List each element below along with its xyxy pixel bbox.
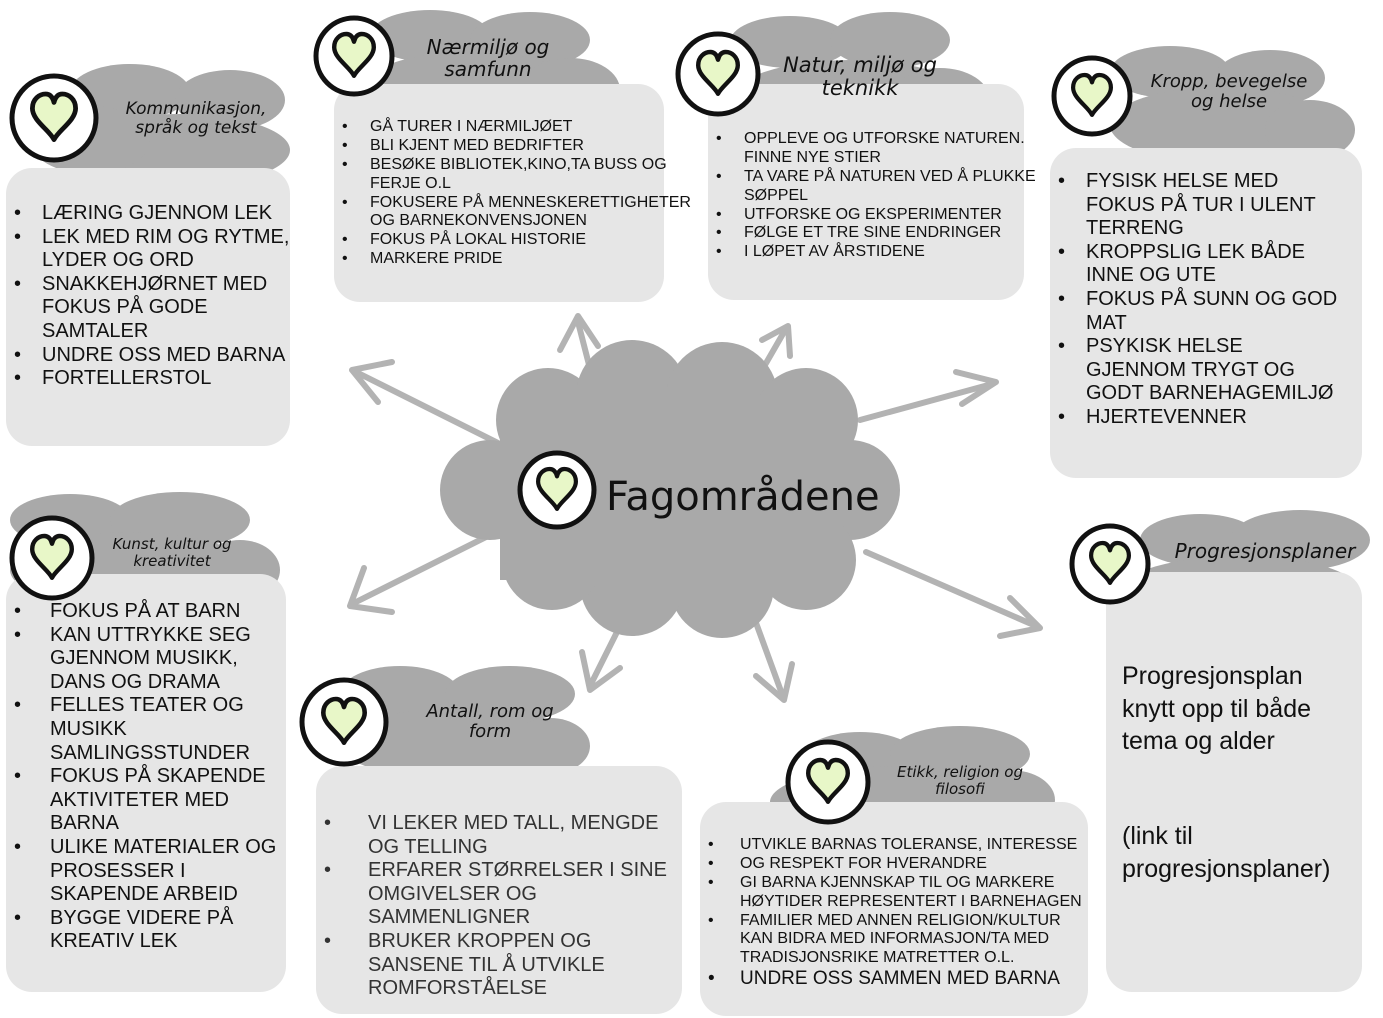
title-line: Antall, rom og xyxy=(426,701,554,722)
cloud-antall xyxy=(340,666,590,780)
box-progresjon: Progresjonsplan knytt opp til både tema … xyxy=(1106,572,1362,992)
box-natur: OPPLEVE OG UTFORSKE NATUREN. FINNE NYE S… xyxy=(708,84,1036,300)
list-item: KAN UTTRYKKE SEG GJENNOM MUSIKK, DANS OG… xyxy=(6,624,278,695)
title-line: Nærmiljø og xyxy=(426,35,550,59)
list-item: GI BARNA KJENNSKAP TIL OG MARKERE HØYTID… xyxy=(700,874,1088,912)
progresjon-text: Progresjonsplan knytt opp til både tema … xyxy=(1122,660,1311,758)
center-title: Fagområdene xyxy=(606,474,880,520)
list-item: ERFARER STØRRELSER I SINE OMGIVELSER OG … xyxy=(316,859,668,930)
list-item: I LØPET AV ÅRSTIDENE xyxy=(708,243,1048,262)
title-line: og helse xyxy=(1190,90,1268,112)
title-etikk: Etikk, religion og filosofi xyxy=(876,764,1044,797)
title-naermiljo: Nærmiljø og samfunn xyxy=(400,36,576,80)
list-item: FØLGE ET TRE SINE ENDRINGER xyxy=(708,224,1048,243)
progresjon-link-line[interactable]: (link til xyxy=(1122,822,1193,850)
list-item: BRUKER KROPPEN OG SANSENE TIL Å UTVIKLE … xyxy=(316,930,668,1001)
title-line: språk og tekst xyxy=(135,117,257,138)
title-line: Natur, miljø og xyxy=(783,53,937,77)
arrow-to-kropp xyxy=(857,369,999,423)
progresjon-line: tema og alder xyxy=(1122,727,1275,755)
title-line: teknikk xyxy=(821,76,899,101)
list-item: UNDRE OSS MED BARNA xyxy=(6,344,290,368)
arrow-to-progresjon xyxy=(863,549,1043,639)
arrow-to-kommunikasjon xyxy=(349,359,515,453)
list-item: FOKUS PÅ AT BARN xyxy=(6,600,278,624)
title-line: samfunn xyxy=(444,57,532,81)
list-item: OPPLEVE OG UTFORSKE NATUREN. FINNE NYE S… xyxy=(708,130,1048,168)
list-item: MARKERE PRIDE xyxy=(334,250,698,269)
title-line: Progresjonsplaner xyxy=(1174,539,1356,563)
title-line: Etikk, religion og xyxy=(896,763,1023,781)
list-item: LEK MED RIM OG RYTME, LYDER OG ORD xyxy=(6,226,290,273)
list-item: FOKUSERE PÅ MENNESKERETTIGHETER OG BARNE… xyxy=(334,194,698,232)
list-item: LÆRING GJENNOM LEK xyxy=(6,202,290,226)
list-item: FOKUS PÅ SKAPENDE AKTIVITETER MED BARNA xyxy=(6,765,278,836)
list-item: BESØKE BIBLIOTEK,KINO,TA BUSS OG FERJE O… xyxy=(334,156,698,194)
list-item: FOKUS PÅ SUNN OG GOD MAT xyxy=(1050,288,1348,335)
title-line: filosofi xyxy=(935,779,985,798)
box-antall: VI LEKER MED TALL, MENGDE OG TELLING ERF… xyxy=(316,766,682,1014)
list-item: UNDRE OSS SAMMEN MED BARNA xyxy=(700,968,1088,991)
list-item: FELLES TEATER OG MUSIKK SAMLINGSSTUNDER xyxy=(6,694,278,765)
progresjon-line: knytt opp til både xyxy=(1122,694,1312,723)
list-item: OG RESPEKT FOR HVERANDRE xyxy=(700,855,1088,874)
list-item: UTVIKLE BARNAS TOLERANSE, INTERESSE xyxy=(700,836,1088,855)
box-naermiljo: GÅ TURER I NÆRMILJØET BLI KJENT MED BEDR… xyxy=(334,84,691,302)
title-line: kreativitet xyxy=(133,551,211,570)
list-item: FOKUS PÅ LOKAL HISTORIE xyxy=(334,231,698,250)
title-natur: Natur, miljø og teknikk xyxy=(766,53,954,101)
title-line: Kommunikasjon, xyxy=(125,99,267,119)
progresjon-line: Progresjonsplan xyxy=(1122,662,1303,690)
list-item: UTFORSKE OG EKSPERIMENTER xyxy=(708,206,1048,225)
list-item: SNAKKEHJØRNET MED FOKUS PÅ GODE SAMTALER xyxy=(6,273,290,344)
title-kropp: Kropp, bevegelse og helse xyxy=(1136,72,1322,112)
title-antall: Antall, rom og form xyxy=(408,702,572,742)
progresjon-link[interactable]: (link til progresjonsplaner) xyxy=(1122,820,1330,885)
title-progresjon: Progresjonsplaner xyxy=(1154,540,1376,562)
progresjon-link-line[interactable]: progresjonsplaner) xyxy=(1122,854,1331,883)
list-item: BLI KJENT MED BEDRIFTER xyxy=(334,137,698,156)
list-item: PSYKISK HELSE GJENNOM TRYGT OG GODT BARN… xyxy=(1050,335,1348,406)
title-line: Kropp, bevegelse xyxy=(1150,71,1308,92)
list-item: FORTELLERSTOL xyxy=(6,367,290,391)
list-item: GÅ TURER I NÆRMILJØET xyxy=(334,118,698,137)
title-line: form xyxy=(468,720,512,742)
box-kunst: FOKUS PÅ AT BARN KAN UTTRYKKE SEG GJENNO… xyxy=(6,574,286,992)
list-item: BYGGE VIDERE PÅ KREATIV LEK xyxy=(6,907,278,954)
center-cloud xyxy=(440,340,900,638)
list-item: KROPPSLIG LEK BÅDE INNE OG UTE xyxy=(1050,241,1348,288)
box-kropp: FYSISK HELSE MED FOKUS PÅ TUR I ULENT TE… xyxy=(1050,148,1362,478)
list-item: TA VARE PÅ NATUREN VED Å PLUKKE SØPPEL xyxy=(708,168,1048,206)
center-heart-icon xyxy=(517,450,597,530)
box-etikk: UTVIKLE BARNAS TOLERANSE, INTERESSE OG R… xyxy=(700,802,1088,1016)
list-item: FAMILIER MED ANNEN RELIGION/KULTUR KAN B… xyxy=(700,912,1088,969)
list-item: VI LEKER MED TALL, MENGDE OG TELLING xyxy=(316,812,668,859)
box-kommunikasjon: LÆRING GJENNOM LEK LEK MED RIM OG RYTME,… xyxy=(6,168,290,446)
title-kommunikasjon: Kommunikasjon, språk og tekst xyxy=(104,100,288,137)
title-kunst: Kunst, kultur og kreativitet xyxy=(96,536,248,569)
cloud-kropp xyxy=(1110,46,1355,163)
list-item: ULIKE MATERIALER OG PROSESSER I SKAPENDE… xyxy=(6,836,278,907)
list-item: HJERTEVENNER xyxy=(1050,406,1348,430)
title-line: Kunst, kultur og xyxy=(112,535,232,553)
list-item: FYSISK HELSE MED FOKUS PÅ TUR I ULENT TE… xyxy=(1050,170,1348,241)
